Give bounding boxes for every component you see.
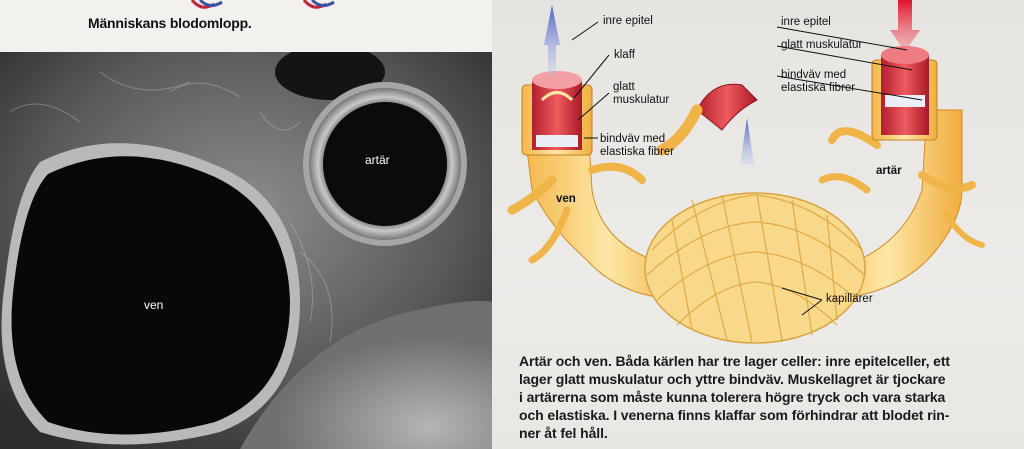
caption-line: lager glatt muskulatur och yttre bindväv… bbox=[519, 371, 946, 387]
heading-background bbox=[0, 0, 492, 52]
caption-line: och elastiska. I venerna finns klaffar s… bbox=[519, 407, 950, 423]
page-heading: Människans blodomlopp. bbox=[88, 15, 252, 31]
vein-connective-label-2: elastiska fibrer bbox=[600, 146, 675, 158]
vein-inner-epithelium-label: inre epitel bbox=[603, 15, 653, 27]
micrograph-artery-label: artär bbox=[365, 153, 390, 167]
vessel-diagram bbox=[507, 0, 985, 344]
heart-vessel-icon bbox=[190, 0, 223, 9]
caption-line: i artärerna som måste kunna tolerera hög… bbox=[519, 389, 946, 405]
vein-valve-label: klaff bbox=[614, 49, 635, 61]
vein-connective-label-1: bindväv med bbox=[600, 133, 666, 145]
vein-muscle-label-1: glatt bbox=[613, 81, 635, 93]
vein-muscle-label-2: muskulatur bbox=[613, 94, 670, 106]
figure-caption: Artär och ven. Båda kärlen har tre lager… bbox=[519, 352, 1019, 442]
electron-micrograph: ven artär bbox=[0, 52, 492, 449]
micrograph-vein-label: ven bbox=[144, 298, 164, 312]
diagram-artery-label: artär bbox=[876, 165, 902, 177]
artery-muscle-label: glatt muskulatur bbox=[781, 39, 863, 51]
caption-line: Artär och ven. Båda kärlen har tre lager… bbox=[519, 353, 950, 369]
capillaries-label: kapillärer bbox=[826, 293, 873, 305]
artery-inner-epithelium-label: inre epitel bbox=[781, 16, 831, 28]
heart-vessel-icon-2 bbox=[302, 0, 335, 9]
diagram-vein-label: ven bbox=[556, 193, 576, 205]
caption-line: ner åt fel håll. bbox=[519, 425, 608, 441]
artery-connective-label-1: bindväv med bbox=[781, 69, 847, 81]
artery-connective-label-2: elastiska fibrer bbox=[781, 82, 856, 94]
